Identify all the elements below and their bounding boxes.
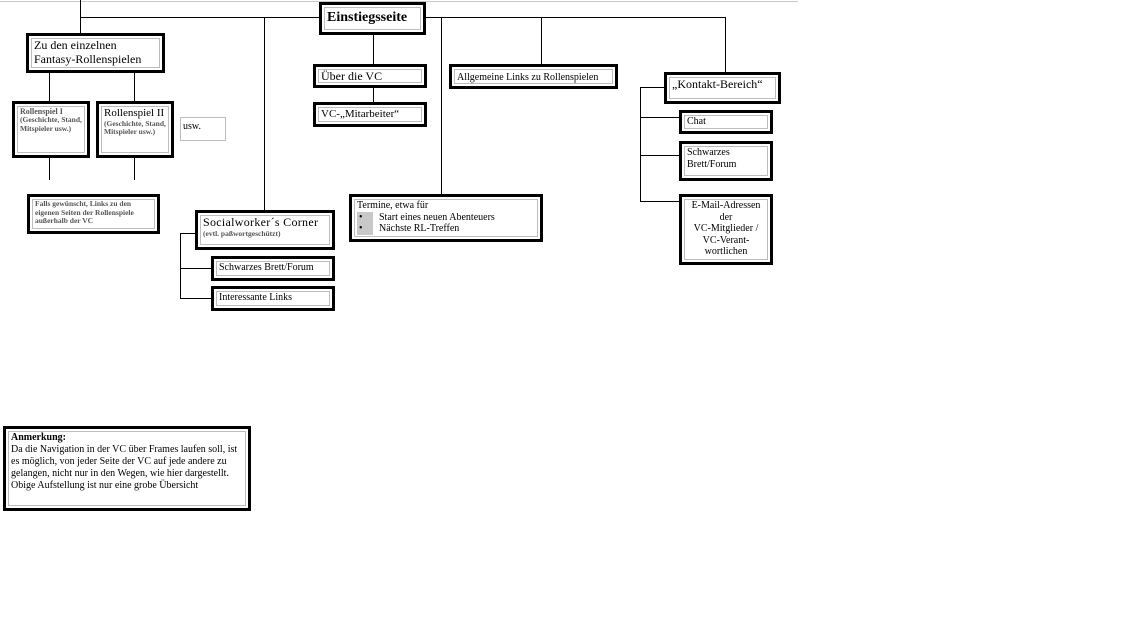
connector	[640, 87, 665, 88]
connector	[541, 17, 542, 65]
node-contact-forum[interactable]: Schwarzes Brett/Forum	[679, 141, 773, 181]
connector	[373, 87, 374, 103]
node-label: Rollenspiel I	[20, 107, 63, 116]
connector	[640, 87, 641, 202]
node-label: Über die VC	[318, 69, 422, 83]
node-label: VC-Verant-	[702, 234, 750, 246]
node-label: „Kontakt-Bereich“	[669, 77, 776, 99]
top-rule	[0, 1, 798, 2]
list-item: • Nächste RL-Treffen	[357, 223, 535, 235]
node-chat[interactable]: Chat	[679, 110, 773, 134]
connector	[725, 17, 726, 73]
node-rollenspiele[interactable]: Zu den einzelnen Fantasy-Rollenspielen	[26, 33, 165, 73]
node-interesting-links[interactable]: Interessante Links	[211, 286, 335, 311]
node-rollenspiel-2[interactable]: Rollenspiel II (Geschichte, Stand, Mitsp…	[96, 101, 174, 158]
list-item: • Start eines neuen Abenteuers	[357, 211, 535, 223]
node-label: Zu den einzelnen	[34, 38, 117, 52]
node-label: Chat	[684, 115, 768, 129]
list-item-label: Nächste RL-Treffen	[379, 223, 460, 234]
connector	[441, 17, 442, 195]
node-label: Einstiegsseite	[324, 7, 421, 30]
node-einstiegsseite[interactable]: Einstiegsseite	[319, 2, 426, 35]
node-dates[interactable]: Termine, etwa für • Start eines neuen Abe…	[349, 194, 543, 242]
node-label: wortlichen	[704, 246, 748, 257]
node-rollenspiel-1[interactable]: Rollenspiel I (Geschichte, Stand, Mitspi…	[12, 101, 90, 158]
connector	[264, 17, 265, 211]
node-label: Brett/Forum	[687, 158, 737, 170]
node-general-links[interactable]: Allgemeine Links zu Rollenspielen	[449, 64, 618, 89]
note-heading: Anmerkung:	[11, 432, 67, 443]
node-email-addresses[interactable]: E-Mail-Adressen der VC-Mitglieder / VC-V…	[679, 194, 773, 265]
node-detail: (Geschichte, Stand, Mitspieler usw.)	[20, 115, 82, 133]
node-social-forum[interactable]: Schwarzes Brett/Forum	[211, 256, 335, 281]
node-contact[interactable]: „Kontakt-Bereich“	[664, 72, 781, 104]
node-label: Schwarzes Brett/Forum	[216, 261, 330, 276]
connector	[640, 155, 680, 156]
bullet-icon: •	[357, 223, 373, 235]
node-label: Schwarzes	[687, 147, 730, 158]
node-note: (evtl. paßwortgeschützt)	[203, 228, 281, 238]
node-usw: usw.	[180, 117, 226, 141]
connector	[49, 157, 50, 180]
connector	[640, 201, 680, 202]
list-item-label: Start eines neuen Abenteuers	[379, 211, 495, 223]
connector	[134, 72, 135, 102]
node-label: Socialworker´s Corner	[203, 215, 319, 229]
node-about-vc[interactable]: Über die VC	[313, 64, 427, 88]
connector	[373, 34, 374, 65]
node-label: VC-Mitglieder /	[693, 223, 759, 234]
node-label: Fantasy-Rollenspielen	[34, 51, 142, 66]
connector	[180, 268, 212, 269]
connector	[180, 233, 181, 299]
node-label: Termine, etwa für	[357, 200, 429, 211]
node-external-links[interactable]: Falls gewünscht, Links zu den eigenen Se…	[27, 194, 160, 234]
node-vc-staff[interactable]: VC-„Mitarbeiter“	[313, 102, 427, 127]
connector	[49, 72, 50, 102]
connector	[80, 0, 81, 34]
node-label: E-Mail-Adressen	[691, 200, 761, 211]
node-label: Falls gewünscht, Links zu den eigenen Se…	[32, 199, 155, 229]
node-label: der	[719, 211, 733, 223]
node-label: usw.	[183, 121, 201, 132]
connector	[640, 117, 680, 118]
note-box: Anmerkung: Da die Navigation in der VC ü…	[3, 426, 251, 511]
bullet-icon: •	[357, 211, 373, 223]
connector	[180, 298, 212, 299]
node-label: Interessante Links	[216, 291, 330, 306]
node-socialworker-corner[interactable]: Socialworker´s Corner (evtl. paßwortgesc…	[195, 210, 335, 250]
note-text: Da die Navigation in der VC über Frames …	[11, 444, 238, 491]
node-label: Rollenspiel II	[104, 107, 165, 119]
connector	[180, 233, 196, 234]
node-label: Allgemeine Links zu Rollenspielen	[454, 69, 613, 84]
node-detail: (Geschichte, Stand, Mitspieler usw.)	[104, 118, 166, 137]
connector	[134, 157, 135, 180]
node-label: VC-„Mitarbeiter“	[318, 107, 422, 122]
